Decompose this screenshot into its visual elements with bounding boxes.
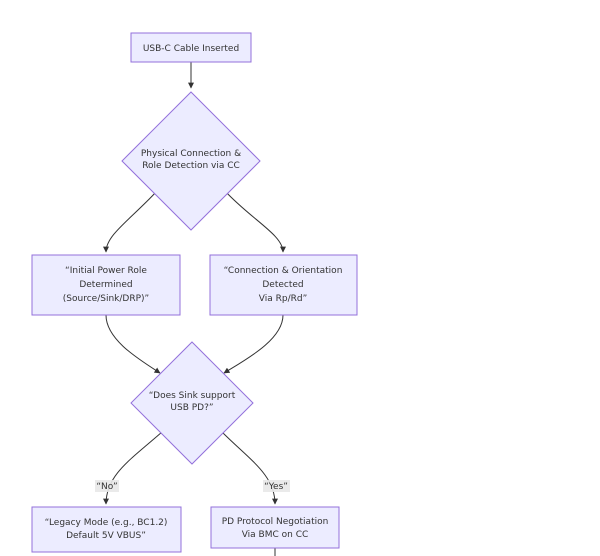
edge-label-yes: “Yes”: [263, 480, 290, 492]
edge-pd-support-no: [103, 431, 163, 505]
edge-detection-to-orientation: [224, 190, 286, 253]
svg-text:“Yes”: “Yes”: [264, 482, 288, 492]
edge-orientation-to-pd-support: [223, 314, 284, 374]
node-label-line-2: USB PD?”: [170, 403, 213, 413]
edges: [103, 62, 286, 556]
node-label-line-2: Role Detection via CC: [142, 161, 240, 171]
node-label-line-2: Detected: [262, 280, 303, 290]
node-label-line-1: “Does Sink support: [149, 391, 236, 401]
node-label-line-3: (Source/Sink/DRP)”: [63, 294, 149, 304]
edge-power-role-to-pd-support: [105, 314, 161, 374]
node-usb-cable-inserted: USB-C Cable Inserted: [130, 32, 252, 63]
node-label-line-1: “Connection & Orientation: [224, 266, 343, 276]
svg-text:“No”: “No”: [96, 482, 117, 492]
node-label-line-3: Via Rp/Rd”: [259, 294, 307, 304]
edge-pd-support-yes: [221, 431, 278, 505]
node-label-line-1: “Legacy Mode (e.g., BC1.2): [45, 518, 168, 528]
node-legacy-mode: “Legacy Mode (e.g., BC1.2) Default 5V VB…: [31, 506, 182, 553]
node-label-line-1: Physical Connection &: [141, 149, 241, 159]
node-label-line-2: Default 5V VBUS”: [66, 531, 146, 541]
node-label: USB-C Cable Inserted: [143, 44, 239, 54]
node-pd-support-decision: “Does Sink support USB PD?”: [130, 341, 254, 465]
node-label-line-1: “Initial Power Role: [65, 266, 147, 276]
edge-label-no: “No”: [95, 480, 119, 492]
node-pd-negotiation: PD Protocol Negotiation Via BMC on CC: [210, 506, 340, 549]
edge-detection-to-power-role: [103, 190, 158, 253]
node-label-line-2: Determined: [79, 280, 132, 290]
node-connection-orientation: “Connection & Orientation Detected Via R…: [209, 254, 358, 316]
node-initial-power-role: “Initial Power Role Determined (Source/S…: [31, 254, 181, 316]
node-label-line-2: Via BMC on CC: [242, 530, 309, 540]
node-label-line-1: PD Protocol Negotiation: [222, 517, 329, 527]
node-physical-detection-decision: Physical Connection & Role Detection via…: [121, 91, 261, 231]
